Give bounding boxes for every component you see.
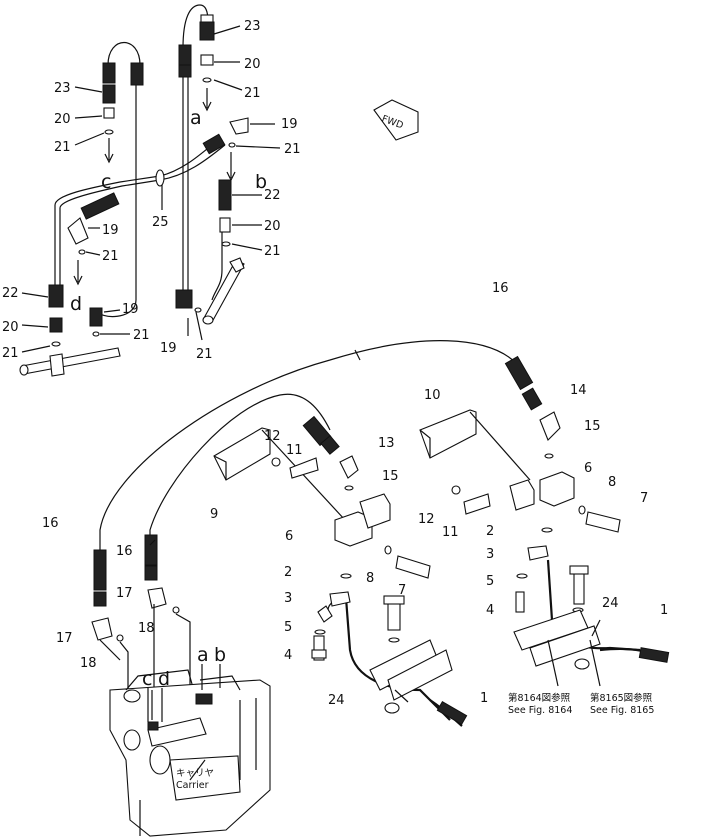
part-number-label: 11: [442, 525, 459, 540]
nut: [178, 64, 192, 78]
part-number-label: 21: [284, 142, 301, 157]
part-number-label: 16: [116, 544, 133, 559]
part-number-label: 21: [54, 140, 71, 155]
part-number-label: 8: [608, 475, 616, 490]
part-number-label: 22: [264, 188, 281, 203]
part-number-label: 3: [486, 547, 494, 562]
connection-letter-b: b: [255, 171, 267, 193]
part-number-label: 21: [264, 244, 281, 259]
part-number-label: 11: [286, 443, 303, 458]
part-number-label: 9: [210, 507, 218, 522]
carrier-letter-d: d: [158, 668, 170, 690]
part-number-label: 8: [366, 571, 374, 586]
part-number-label: 6: [285, 529, 293, 544]
part-number-label: 17: [56, 631, 73, 646]
top-hose-assembly: FWD: [19, 4, 419, 377]
part-number-label: 10: [424, 388, 441, 403]
part-number-label: 23: [54, 81, 71, 96]
carrier-body: [109, 669, 271, 837]
part-number-label: 21: [244, 86, 261, 101]
part-number-label: 25: [152, 215, 169, 230]
part-number-label: 1: [480, 691, 488, 706]
part-number-label: 5: [284, 620, 292, 635]
part-number-label: 20: [2, 320, 19, 335]
carrier-label-jp: キャリヤ: [176, 768, 214, 779]
reference-fig-8164-en: See Fig. 8164: [508, 705, 572, 716]
connection-letter-d: d: [70, 293, 82, 315]
hose-clamp: [155, 169, 165, 187]
fwd-direction-sign: FWD: [373, 99, 419, 141]
part-number-label: 16: [42, 516, 59, 531]
valve-block: [539, 471, 575, 507]
part-number-label: 24: [602, 596, 619, 611]
carrier-letter-c: c: [142, 668, 152, 690]
bracket: [419, 409, 477, 459]
valve-block: [334, 511, 373, 547]
part-number-label: 23: [244, 19, 261, 34]
part-number-label: 2: [486, 524, 494, 539]
part-number-label: 4: [284, 648, 292, 663]
part-number-label: 20: [264, 219, 281, 234]
part-number-label: 17: [116, 586, 133, 601]
part-number-label: 19: [160, 341, 177, 356]
part-number-label: 6: [584, 461, 592, 476]
part-number-label: 7: [640, 491, 648, 506]
connection-letter-a: a: [190, 107, 202, 129]
part-number-label: 21: [102, 249, 119, 264]
hose-fitting: [178, 44, 192, 68]
part-number-label: 15: [382, 469, 399, 484]
part-number-label: 24: [328, 693, 345, 708]
part-number-label: 20: [54, 112, 71, 127]
bottom-hose-assembly: [91, 340, 670, 837]
part-number-label: 20: [244, 57, 261, 72]
part-number-label: 2: [284, 565, 292, 580]
reference-fig-8164-jp: 第8164図参照: [508, 692, 571, 704]
part-number-label: 1: [660, 603, 668, 618]
reference-fig-8165-jp: 第8165図参照: [590, 692, 653, 704]
connection-letter-c: c: [101, 171, 111, 193]
part-number-label: 18: [80, 656, 97, 671]
carrier-letter-a: a: [197, 644, 209, 666]
reference-fig-8165-en: See Fig. 8165: [590, 705, 654, 716]
part-number-label: 21: [133, 328, 150, 343]
part-number-label: 19: [122, 302, 139, 317]
part-number-label: 13: [378, 436, 395, 451]
carrier-letter-b: b: [214, 644, 226, 666]
part-number-label: 22: [2, 286, 19, 301]
part-number-label: 18: [138, 621, 155, 636]
part-number-label: 21: [196, 347, 213, 362]
part-number-label: 12: [264, 429, 281, 444]
part-number-label: 19: [102, 223, 119, 238]
part-number-label: 14: [570, 383, 587, 398]
carrier-label-en: Carrier: [176, 780, 209, 791]
union-fitting: [199, 21, 215, 41]
part-number-label: 5: [486, 574, 494, 589]
part-number-label: 4: [486, 603, 494, 618]
bracket: [213, 427, 271, 481]
part-number-label: 16: [492, 281, 509, 296]
part-number-label: 21: [2, 346, 19, 361]
part-number-label: 19: [281, 117, 298, 132]
part-number-label: 7: [398, 583, 406, 598]
part-number-label: 15: [584, 419, 601, 434]
part-number-label: 3: [284, 591, 292, 606]
part-labels: 23 20 21 19 21 22 20 21 23 20 21 25 19 2…: [2, 19, 668, 791]
part-number-label: 12: [418, 512, 435, 527]
